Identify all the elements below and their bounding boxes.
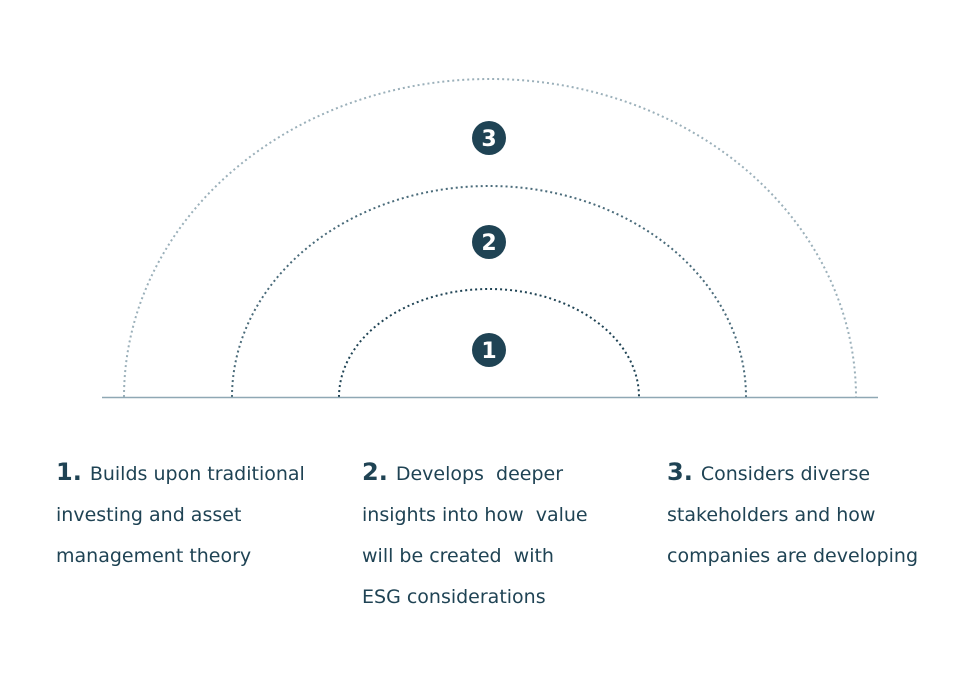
caption-1-text-3: management theory (56, 545, 252, 567)
badge-3: 3 (472, 121, 506, 155)
caption-1-line-1: 1. Builds upon traditional (56, 452, 305, 495)
caption-1: 1. Builds upon traditional investing and … (56, 452, 305, 577)
caption-1-text-2: investing and asset (56, 504, 242, 526)
caption-1-number: 1. (56, 458, 82, 486)
caption-2-text-4: ESG considerations (362, 586, 546, 608)
badge-2-label: 2 (481, 231, 496, 256)
caption-3-text-2: stakeholders and how (667, 504, 876, 526)
caption-3-number: 3. (667, 458, 693, 486)
caption-2-text-3: will be created with (362, 545, 554, 567)
caption-2: 2. Develops deeper insights into how valu… (362, 452, 588, 618)
badge-1: 1 (472, 333, 506, 367)
badge-1-label: 1 (481, 339, 496, 364)
badge-3-label: 3 (481, 127, 496, 152)
caption-2-text-2: insights into how value (362, 504, 588, 526)
arc-middle (231, 185, 747, 398)
caption-3-line-1: 3. Considers diverse (667, 452, 918, 495)
caption-3: 3. Considers diverse stakeholders and how… (667, 452, 918, 577)
arc-outer (123, 78, 857, 398)
caption-2-line-1: 2. Develops deeper (362, 452, 588, 495)
caption-2-text-1: Develops deeper (395, 463, 564, 485)
caption-1-text-1: Builds upon traditional (89, 463, 305, 485)
caption-3-text-3: companies are developing (667, 545, 919, 567)
badge-2: 2 (472, 225, 506, 259)
caption-2-number: 2. (362, 458, 388, 486)
caption-3-text-1: Considers diverse (700, 463, 871, 485)
